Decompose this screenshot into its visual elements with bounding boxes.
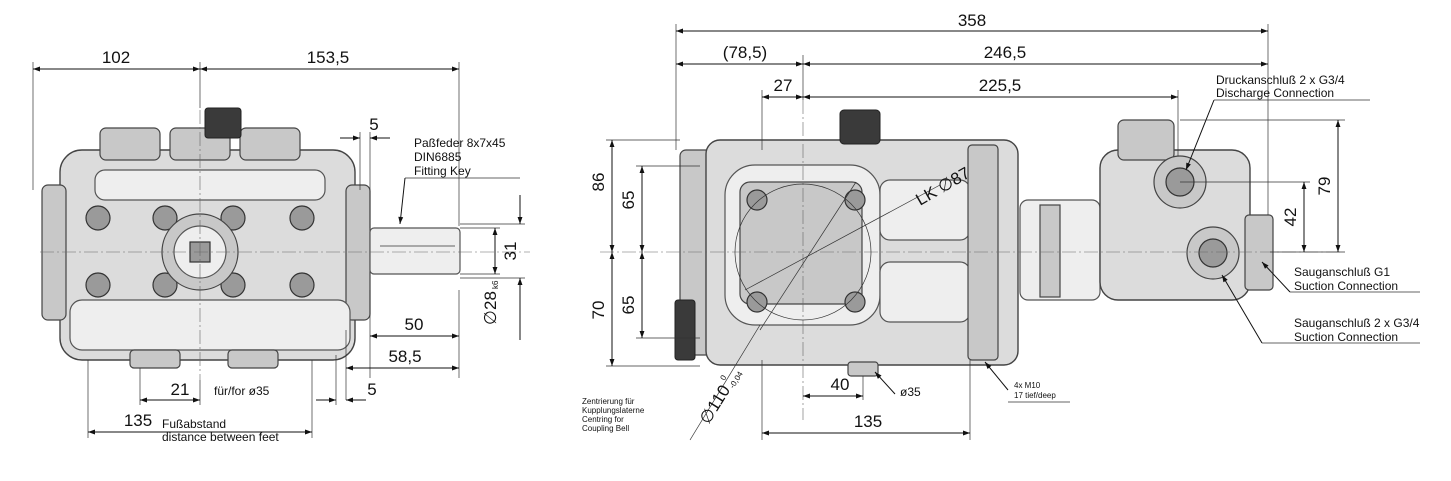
dim-5-bottom: 5 — [367, 380, 376, 399]
feet-note-line2: distance between feet — [162, 430, 279, 444]
right-pump-body — [674, 109, 1274, 377]
centring-note-line1: Zentrierung für — [582, 397, 635, 406]
dim-31: 31 — [501, 242, 520, 261]
feet-note-line1: Fußabstand — [162, 417, 226, 431]
dim-28-symbol: ∅ — [481, 310, 500, 325]
dim-79: 79 — [1315, 177, 1334, 196]
m10-note-line1: 4x M10 — [1014, 381, 1041, 390]
key-note-line1: Paßfeder 8x7x45 — [414, 136, 506, 150]
right-view: LK ∅87 358 (78,5) 246,5 27 225,5 Druckan… — [582, 11, 1420, 441]
dim-40: 40 — [831, 375, 850, 394]
key-note-line3: Fitting Key — [414, 164, 471, 178]
dim-27: 27 — [774, 76, 793, 95]
dim-58-5: 58,5 — [388, 347, 421, 366]
dim-65-top: 65 — [619, 191, 638, 210]
dim-65-bottom: 65 — [619, 296, 638, 315]
dim-78-5: (78,5) — [723, 43, 767, 62]
dim-110-upper: 0 — [718, 373, 728, 382]
key-note-line2: DIN6885 — [414, 150, 462, 164]
suction-g34-line2: Suction Connection — [1294, 330, 1398, 344]
dim-70: 70 — [589, 301, 608, 320]
discharge-note-line1: Druckanschluß 2 x G3/4 — [1216, 73, 1345, 87]
dim-153-5: 153,5 — [307, 48, 350, 67]
dim-358: 358 — [958, 11, 986, 30]
left-view: 102 153,5 5 Paßfeder 8x7x45 DIN6885 Fitt… — [32, 48, 530, 444]
centring-note-line4: Coupling Bell — [582, 424, 629, 433]
dim-102: 102 — [102, 48, 130, 67]
centring-note-line3: Centring for — [582, 415, 624, 424]
dim-135-right: 135 — [854, 412, 882, 431]
discharge-note-line2: Discharge Connection — [1216, 86, 1334, 100]
suction-g1-line2: Suction Connection — [1294, 279, 1398, 293]
dim-21: 21 — [171, 380, 190, 399]
dim-28: 28 — [481, 291, 500, 310]
dim-42: 42 — [1281, 208, 1300, 227]
dim-246-5: 246,5 — [984, 43, 1027, 62]
centring-note-line2: Kupplungslaterne — [582, 406, 645, 415]
dim-110-lower: -0,04 — [728, 369, 746, 390]
suction-g1-line1: Sauganschluß G1 — [1294, 265, 1390, 279]
dim-135-left: 135 — [124, 411, 152, 430]
dim-28-tolerance: k6 — [491, 280, 500, 289]
left-pump-body — [41, 107, 461, 369]
dim-225-5: 225,5 — [979, 76, 1022, 95]
m10-note-line2: 17 tief/deep — [1014, 391, 1056, 400]
dim-35-right: ø35 — [900, 385, 921, 399]
suction-g34-line1: Sauganschluß 2 x G3/4 — [1294, 316, 1420, 330]
fuer-for-35: für/for ø35 — [214, 384, 270, 398]
dim-86: 86 — [589, 173, 608, 192]
dim-50: 50 — [405, 315, 424, 334]
dim-5-top: 5 — [369, 115, 378, 134]
